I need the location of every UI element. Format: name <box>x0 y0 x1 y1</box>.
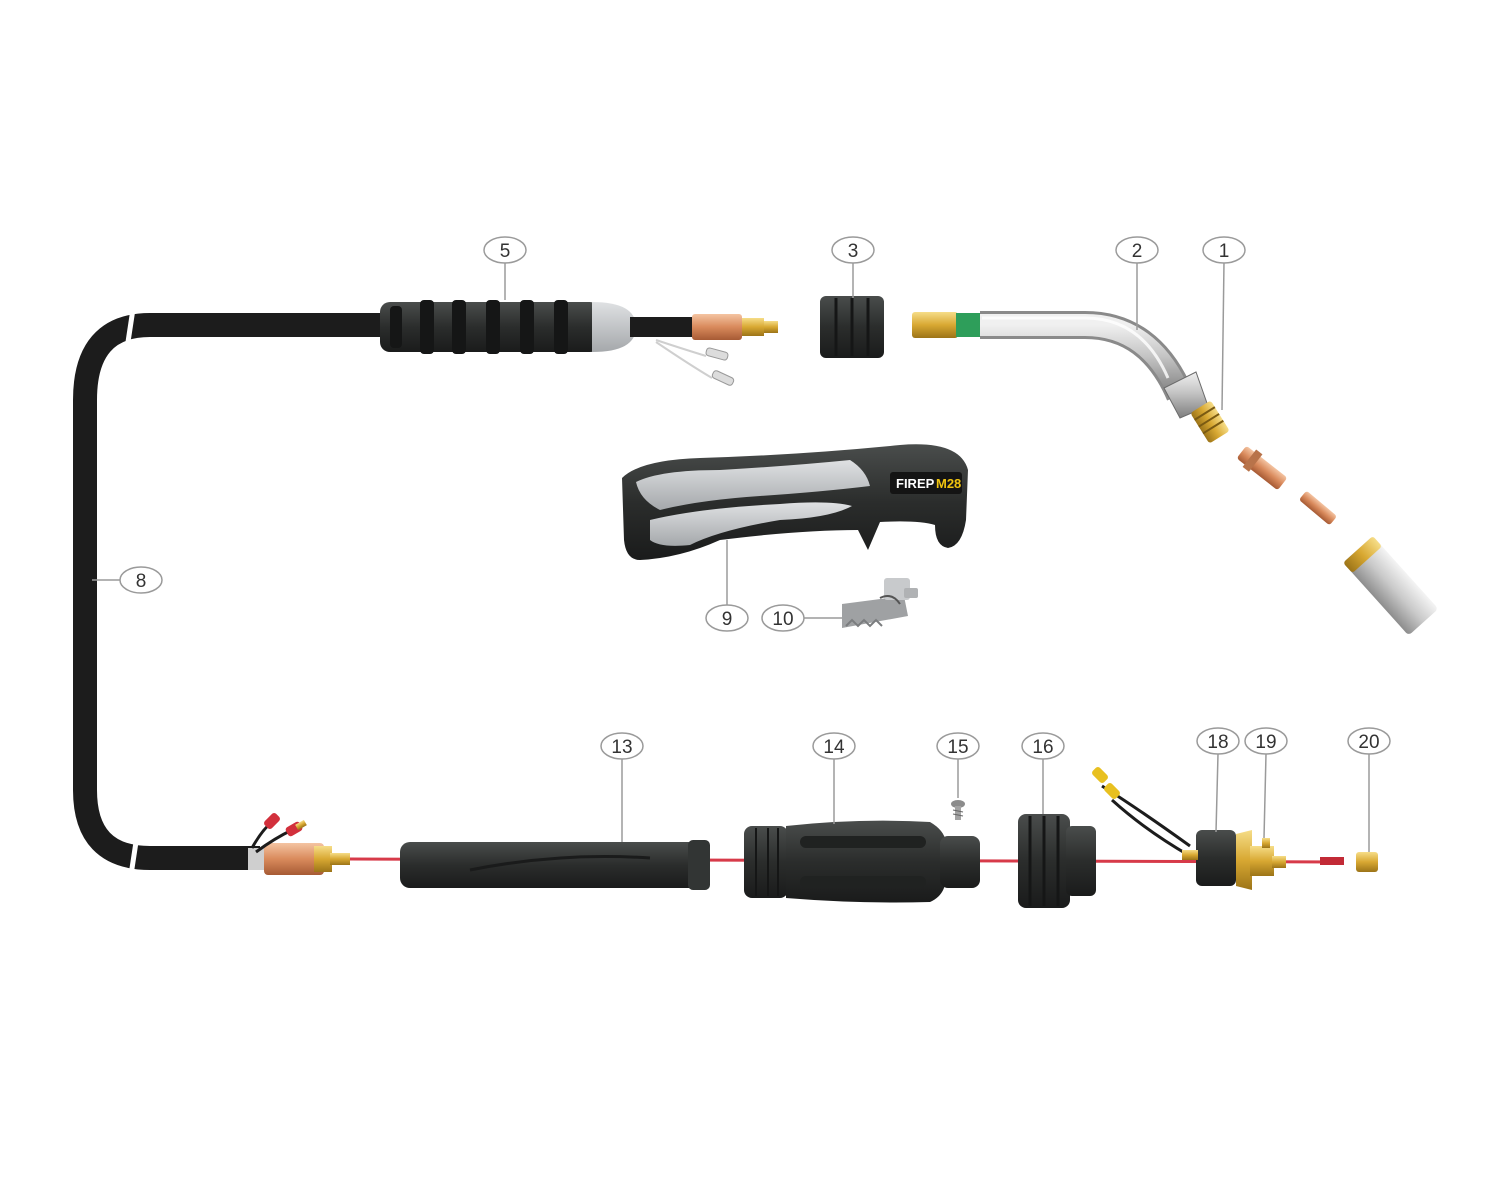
contact-tip-holder <box>1237 446 1287 490</box>
back-handle-14 <box>744 820 980 903</box>
svg-text:5: 5 <box>500 241 511 262</box>
svg-text:20: 20 <box>1358 732 1379 753</box>
sleeve-13 <box>400 840 710 890</box>
handle-9: FIREP M28 <box>622 444 968 560</box>
svg-text:10: 10 <box>772 609 793 630</box>
callout-15: 15 <box>936 732 980 760</box>
screw-15 <box>951 800 965 820</box>
handle-brand-text: FIREP <box>896 476 935 491</box>
callout-16: 16 <box>1021 732 1065 760</box>
euro-connector-body-19 <box>1236 830 1286 890</box>
svg-text:9: 9 <box>722 609 733 630</box>
callout-8: 8 <box>119 566 163 594</box>
callout-10: 10 <box>761 604 805 632</box>
gas-nozzle <box>1344 537 1437 634</box>
main-cable <box>73 308 380 876</box>
leader-lines <box>92 261 1370 852</box>
strain-relief-5 <box>380 300 778 386</box>
liner-end-20 <box>1320 852 1378 872</box>
svg-text:19: 19 <box>1255 732 1276 753</box>
handle-model-text: M28 <box>936 476 961 491</box>
callout-20: 20 <box>1347 727 1391 755</box>
cable-end-connector <box>248 813 350 875</box>
callout-5: 5 <box>483 236 527 264</box>
contact-tip <box>1300 491 1336 525</box>
euro-connector-18 <box>1092 767 1236 886</box>
svg-text:3: 3 <box>848 241 859 262</box>
callout-1: 1 <box>1202 236 1246 264</box>
svg-text:16: 16 <box>1032 737 1053 758</box>
svg-text:8: 8 <box>136 571 147 592</box>
callout-13: 13 <box>600 732 644 760</box>
callout-9: 9 <box>705 604 749 632</box>
coupling-nut-16 <box>1018 814 1096 908</box>
callout-19: 19 <box>1244 727 1288 755</box>
callouts: 1 2 3 5 8 9 10 13 <box>119 236 1391 760</box>
trigger-10 <box>842 578 918 628</box>
callout-18: 18 <box>1196 727 1240 755</box>
svg-text:18: 18 <box>1207 732 1228 753</box>
svg-text:13: 13 <box>611 737 632 758</box>
callout-3: 3 <box>831 236 875 264</box>
callout-14: 14 <box>812 732 856 760</box>
handle-nut-3 <box>820 296 884 358</box>
swan-neck-2 <box>912 311 1209 419</box>
svg-text:15: 15 <box>947 737 968 758</box>
svg-text:14: 14 <box>823 737 845 758</box>
svg-text:2: 2 <box>1132 241 1143 262</box>
tip-adapter-1 <box>1191 401 1229 443</box>
svg-text:1: 1 <box>1219 241 1230 262</box>
callout-2: 2 <box>1115 236 1159 264</box>
